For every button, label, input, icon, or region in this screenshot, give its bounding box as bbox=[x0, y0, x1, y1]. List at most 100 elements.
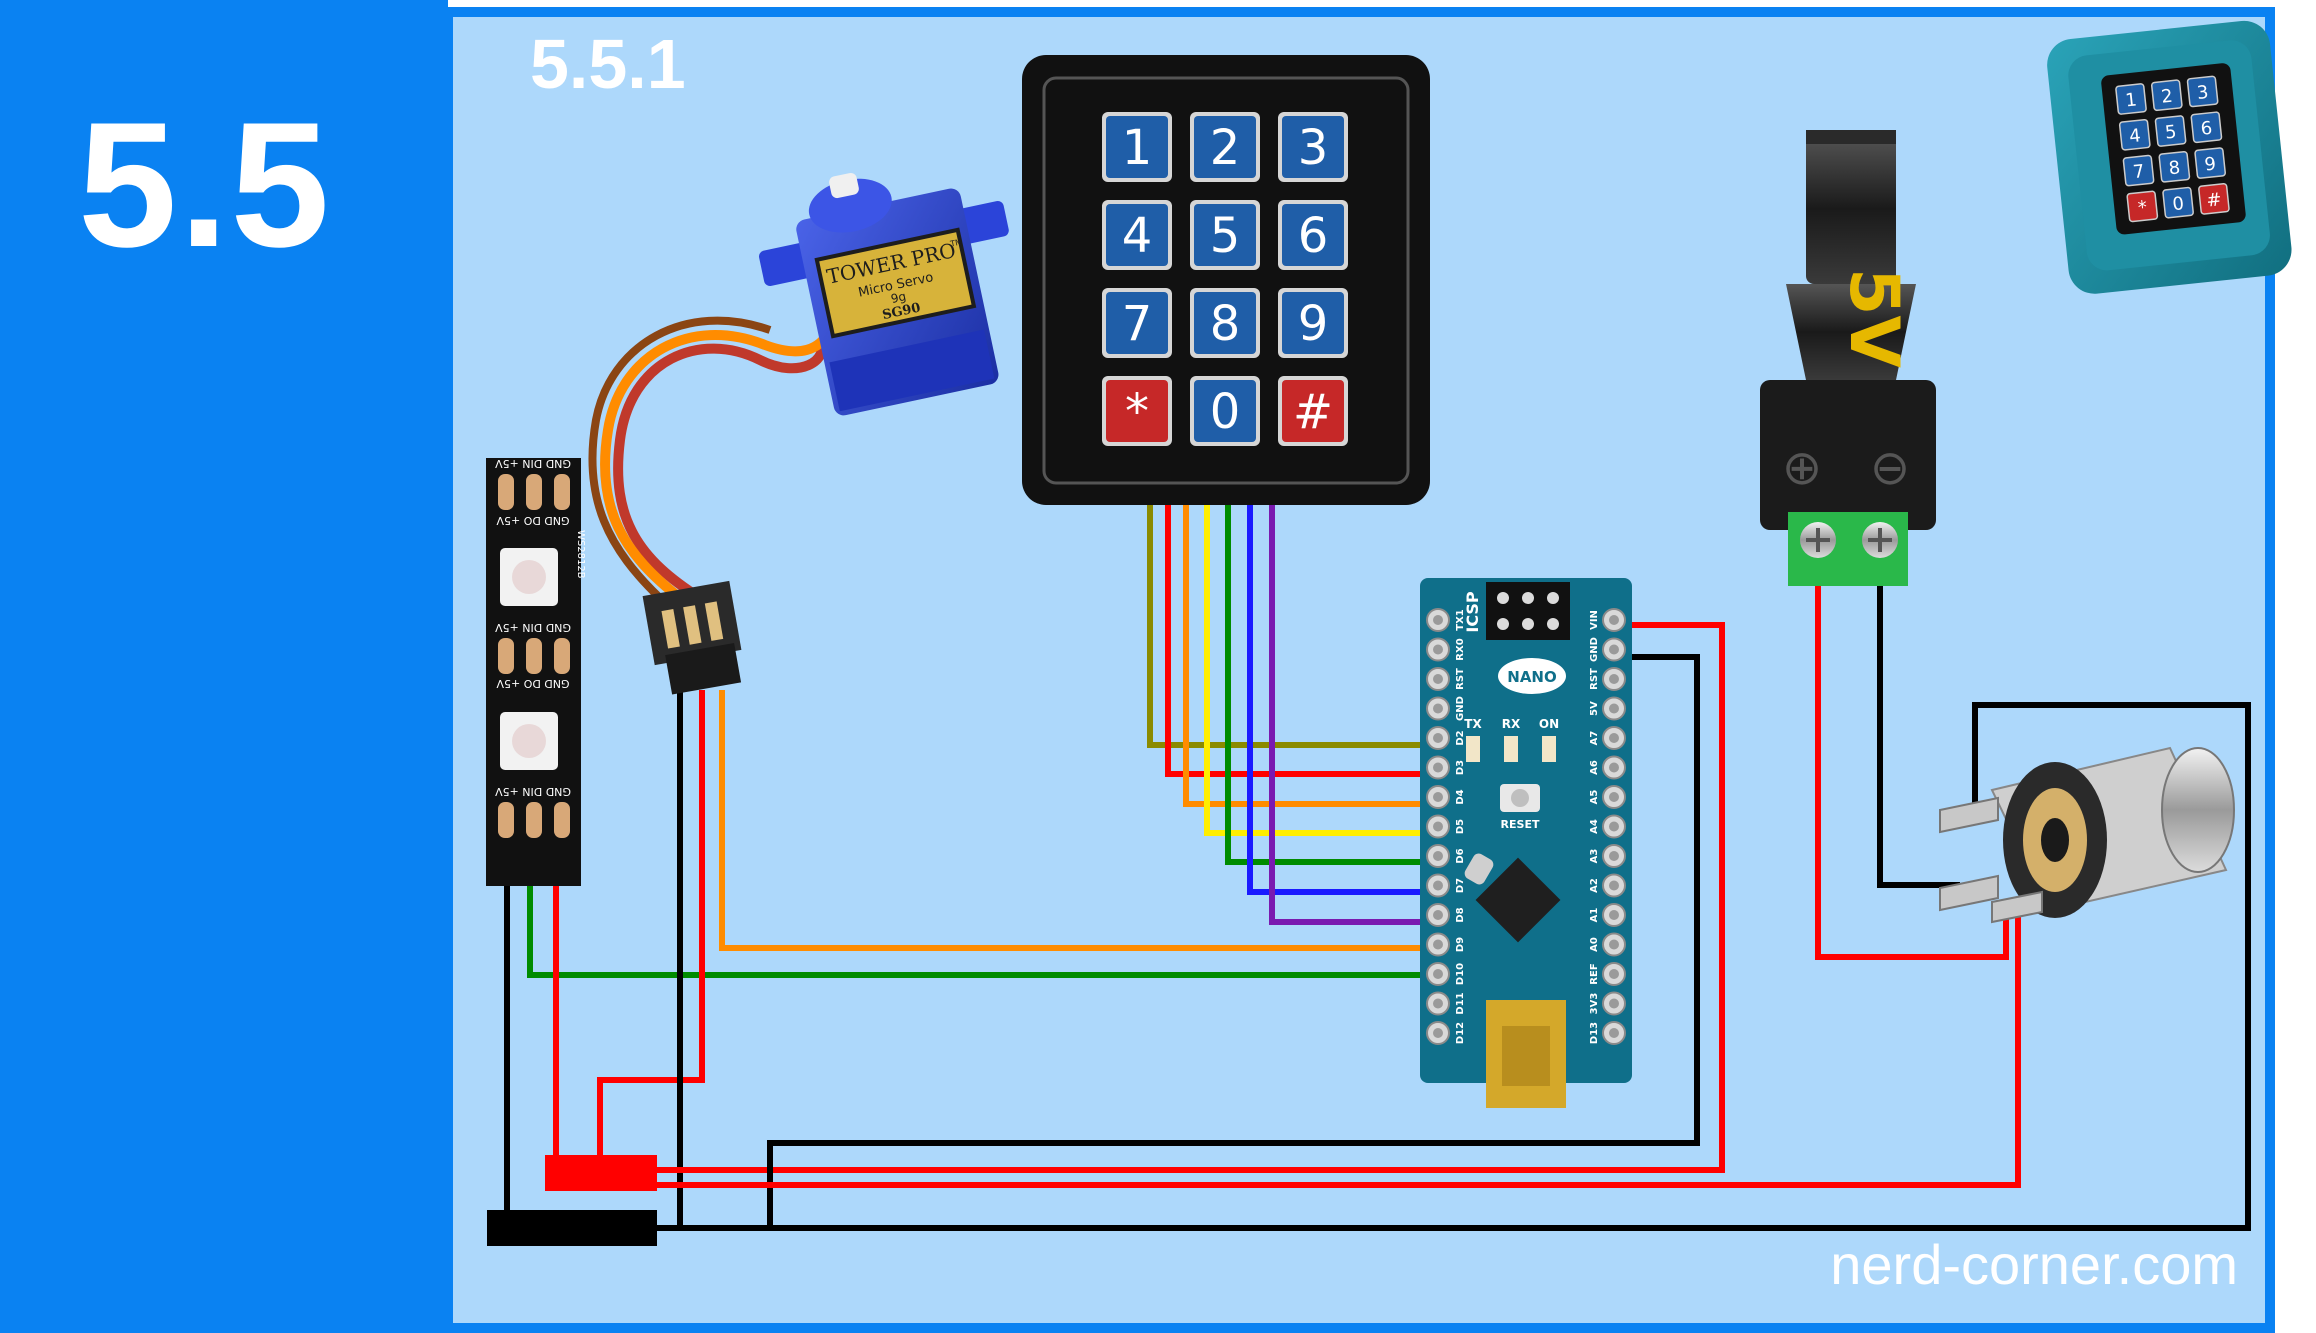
arduino-pin-hole bbox=[1433, 674, 1443, 684]
arduino-pin-hole bbox=[1609, 703, 1619, 714]
arduino-pin-label: A2 bbox=[1589, 878, 1600, 893]
arduino-status-leds: TX RX ON bbox=[1464, 717, 1559, 762]
keypad-key bbox=[1282, 204, 1344, 266]
arduino-pin-label: A7 bbox=[1589, 731, 1600, 746]
arduino-led-tx: TX bbox=[1464, 717, 1482, 731]
wire-jack-black-bus bbox=[655, 702, 2251, 1231]
enclosure-key-label: 2 bbox=[2160, 86, 2174, 108]
keypad-key-label: 1 bbox=[1122, 120, 1153, 176]
wires bbox=[504, 500, 2251, 1231]
keypad-key-label: 0 bbox=[1210, 384, 1241, 440]
arduino-pin-label: D10 bbox=[1455, 963, 1466, 985]
wire-servo-vcc bbox=[597, 690, 705, 1170]
adapter-minus-symbol: ⊖ bbox=[1870, 440, 1910, 496]
enclosure-key-label: 7 bbox=[2132, 161, 2146, 183]
led-pad-label-bottom: GND DO +5V bbox=[496, 514, 570, 527]
arduino-pin-label: D13 bbox=[1589, 1022, 1600, 1044]
arduino-pin-label: RST bbox=[1589, 668, 1600, 690]
enclosure-key bbox=[2198, 183, 2230, 215]
enclosure-key bbox=[2154, 115, 2187, 147]
arduino-pin-label: A4 bbox=[1589, 819, 1600, 834]
power-adapter-5v: 5V ⊕ ⊖ bbox=[1760, 130, 1936, 586]
arduino-pin-hole bbox=[1433, 733, 1443, 743]
arduino-pin-label: D11 bbox=[1455, 992, 1466, 1014]
enclosure-key bbox=[2126, 190, 2159, 223]
enclosure-key bbox=[2150, 79, 2183, 112]
wire-jack-positive bbox=[1815, 555, 2009, 960]
arduino-pin-label: A3 bbox=[1589, 849, 1600, 864]
arduino-pin-label: TX1 bbox=[1455, 609, 1466, 631]
wire-servo-signal-d9 bbox=[719, 690, 1440, 951]
arduino-pin-hole bbox=[1433, 792, 1443, 802]
arduino-pin-label: D6 bbox=[1455, 848, 1466, 863]
arduino-icsp-label: ICSP bbox=[1463, 591, 1482, 633]
dc-barrel-jack bbox=[1939, 746, 2235, 924]
chapter-panel bbox=[0, 0, 448, 1333]
enclosure-key bbox=[2158, 150, 2191, 183]
enclosure-key bbox=[2190, 111, 2223, 144]
wire-arduino-vin bbox=[655, 622, 1725, 1173]
arduino-pin-label: 5V bbox=[1589, 701, 1600, 716]
arduino-pin-label: REF bbox=[1589, 963, 1600, 984]
arduino-pin-label: D2 bbox=[1455, 730, 1466, 745]
led-pad-label-top: GND DIN +5V bbox=[495, 457, 571, 470]
arduino-pin-label: D12 bbox=[1455, 1022, 1466, 1044]
arduino-pin-hole bbox=[1433, 939, 1443, 950]
arduino-pin-label: D9 bbox=[1455, 937, 1466, 952]
wire-arduino-gnd bbox=[767, 654, 1700, 1225]
wire-keypad-row4-d6 bbox=[1225, 500, 1440, 865]
arduino-board-badge: NANO bbox=[1507, 668, 1556, 686]
enclosure-key-label: 1 bbox=[2124, 89, 2138, 111]
arduino-reset-label: RESET bbox=[1501, 818, 1540, 831]
enclosure-key-label: 4 bbox=[2128, 125, 2142, 147]
arduino-pin-hole bbox=[1609, 615, 1619, 625]
canvas-frame bbox=[443, 7, 2275, 1333]
keypad-key-label: 8 bbox=[1210, 296, 1241, 352]
arduino-pin-hole bbox=[1609, 851, 1619, 861]
enclosure-key bbox=[2122, 154, 2155, 187]
arduino-pin-label: A0 bbox=[1589, 937, 1600, 952]
led-pixels bbox=[500, 548, 558, 770]
keypad-key bbox=[1194, 116, 1256, 178]
wire-jack-negative bbox=[1877, 555, 1960, 888]
enclosure-key-label: 3 bbox=[2196, 82, 2210, 104]
keypad-key bbox=[1194, 292, 1256, 354]
keypad-key-label: 7 bbox=[1122, 296, 1153, 352]
keypad-key bbox=[1282, 116, 1344, 178]
arduino-pin-label: 3V3 bbox=[1589, 993, 1600, 1015]
enclosure-key bbox=[2162, 186, 2194, 219]
wire-keypad-col1-d2 bbox=[1147, 500, 1440, 748]
arduino-pin-hole bbox=[1433, 821, 1443, 832]
wire-keypad-row2-d4 bbox=[1183, 500, 1440, 807]
arduino-pin-label: RST bbox=[1455, 668, 1466, 690]
arduino-pin-hole bbox=[1433, 1028, 1443, 1038]
keypad-key-label: 3 bbox=[1298, 120, 1329, 176]
arduino-led-on: ON bbox=[1539, 717, 1559, 731]
keypad-key-label: 9 bbox=[1298, 296, 1329, 352]
arduino-pin-label: D4 bbox=[1455, 789, 1466, 804]
wire-keypad-row1-d3 bbox=[1165, 500, 1440, 777]
keypad-key bbox=[1106, 116, 1168, 178]
arduino-pin-hole bbox=[1433, 851, 1443, 861]
arduino-pin-hole bbox=[1433, 703, 1443, 714]
arduino-pin-hole bbox=[1433, 762, 1443, 773]
servo-trademark: TM bbox=[949, 237, 963, 248]
arduino-pin-hole bbox=[1433, 910, 1443, 920]
ground-bus-bar bbox=[487, 1210, 657, 1246]
adapter-plus-symbol: ⊕ bbox=[1782, 440, 1822, 496]
arduino-pin-label: D7 bbox=[1455, 878, 1466, 893]
arduino-led-rx: RX bbox=[1502, 717, 1521, 731]
arduino-pin-label: D5 bbox=[1455, 819, 1466, 834]
arduino-pin-hole bbox=[1609, 969, 1619, 979]
arduino-pin-hole bbox=[1609, 733, 1619, 743]
arduino-pin-hole bbox=[1609, 1028, 1619, 1038]
led-pad-label-top-2: GND DIN +5V bbox=[495, 621, 571, 634]
arduino-pin-label: A1 bbox=[1589, 908, 1600, 923]
enclosure-key-label: 0 bbox=[2171, 193, 2185, 215]
keypad-key bbox=[1194, 204, 1256, 266]
section-number: 5.5.1 bbox=[530, 25, 686, 103]
